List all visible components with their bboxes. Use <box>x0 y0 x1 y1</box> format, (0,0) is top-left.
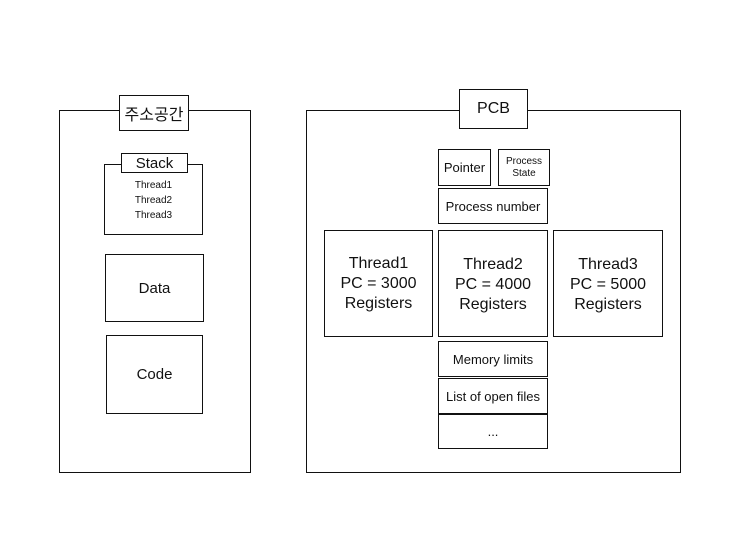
thread3-box: Thread3 PC = 5000 Registers <box>553 230 663 337</box>
thread2-name: Thread2 <box>463 256 523 273</box>
thread1-registers: Registers <box>344 294 413 312</box>
memory-limits-box: Memory limits <box>438 341 548 377</box>
stack-thread-1: Thread1 <box>134 180 173 191</box>
thread1-box: Thread1 PC = 3000 Registers <box>324 230 433 337</box>
code-segment-box: Code <box>106 335 203 414</box>
process-number-label: Process number <box>445 198 541 214</box>
thread3-name: Thread3 <box>578 256 638 273</box>
pcb-title-label: PCB <box>477 100 510 117</box>
stack-box: Thread1 Thread2 Thread3 <box>104 164 203 235</box>
thread3-pc: PC = 5000 <box>569 276 647 293</box>
ellipsis-label: ... <box>487 424 499 439</box>
stack-label-box: Stack <box>121 153 188 173</box>
stack-thread-3: Thread3 <box>134 210 173 221</box>
ellipsis-box: ... <box>438 414 548 449</box>
pointer-box: Pointer <box>438 149 491 186</box>
stack-label: Stack <box>135 154 174 172</box>
code-segment-label: Code <box>136 366 173 383</box>
memory-limits-label: Memory limits <box>452 351 534 367</box>
data-segment-label: Data <box>138 279 171 297</box>
data-segment-box: Data <box>105 254 204 322</box>
thread1-pc: PC = 3000 <box>340 274 417 292</box>
process-state-label-1: Process <box>505 155 543 167</box>
open-files-label: List of open files <box>446 388 540 404</box>
open-files-box: List of open files <box>438 378 548 414</box>
address-space-title-label: 주소공간 <box>124 107 184 124</box>
process-number-box: Process number <box>438 188 548 224</box>
thread3-registers: Registers <box>574 296 642 313</box>
process-state-label-2: State <box>512 167 536 179</box>
thread2-box: Thread2 PC = 4000 Registers <box>438 230 548 337</box>
thread1-name: Thread1 <box>348 254 409 272</box>
thread2-pc: PC = 4000 <box>454 276 532 293</box>
stack-thread-2: Thread2 <box>134 195 173 206</box>
process-state-box: Process State <box>498 149 550 186</box>
thread2-registers: Registers <box>459 296 527 313</box>
pcb-title: PCB <box>459 89 528 129</box>
address-space-title: 주소공간 <box>119 95 189 131</box>
pointer-label: Pointer <box>443 160 486 175</box>
